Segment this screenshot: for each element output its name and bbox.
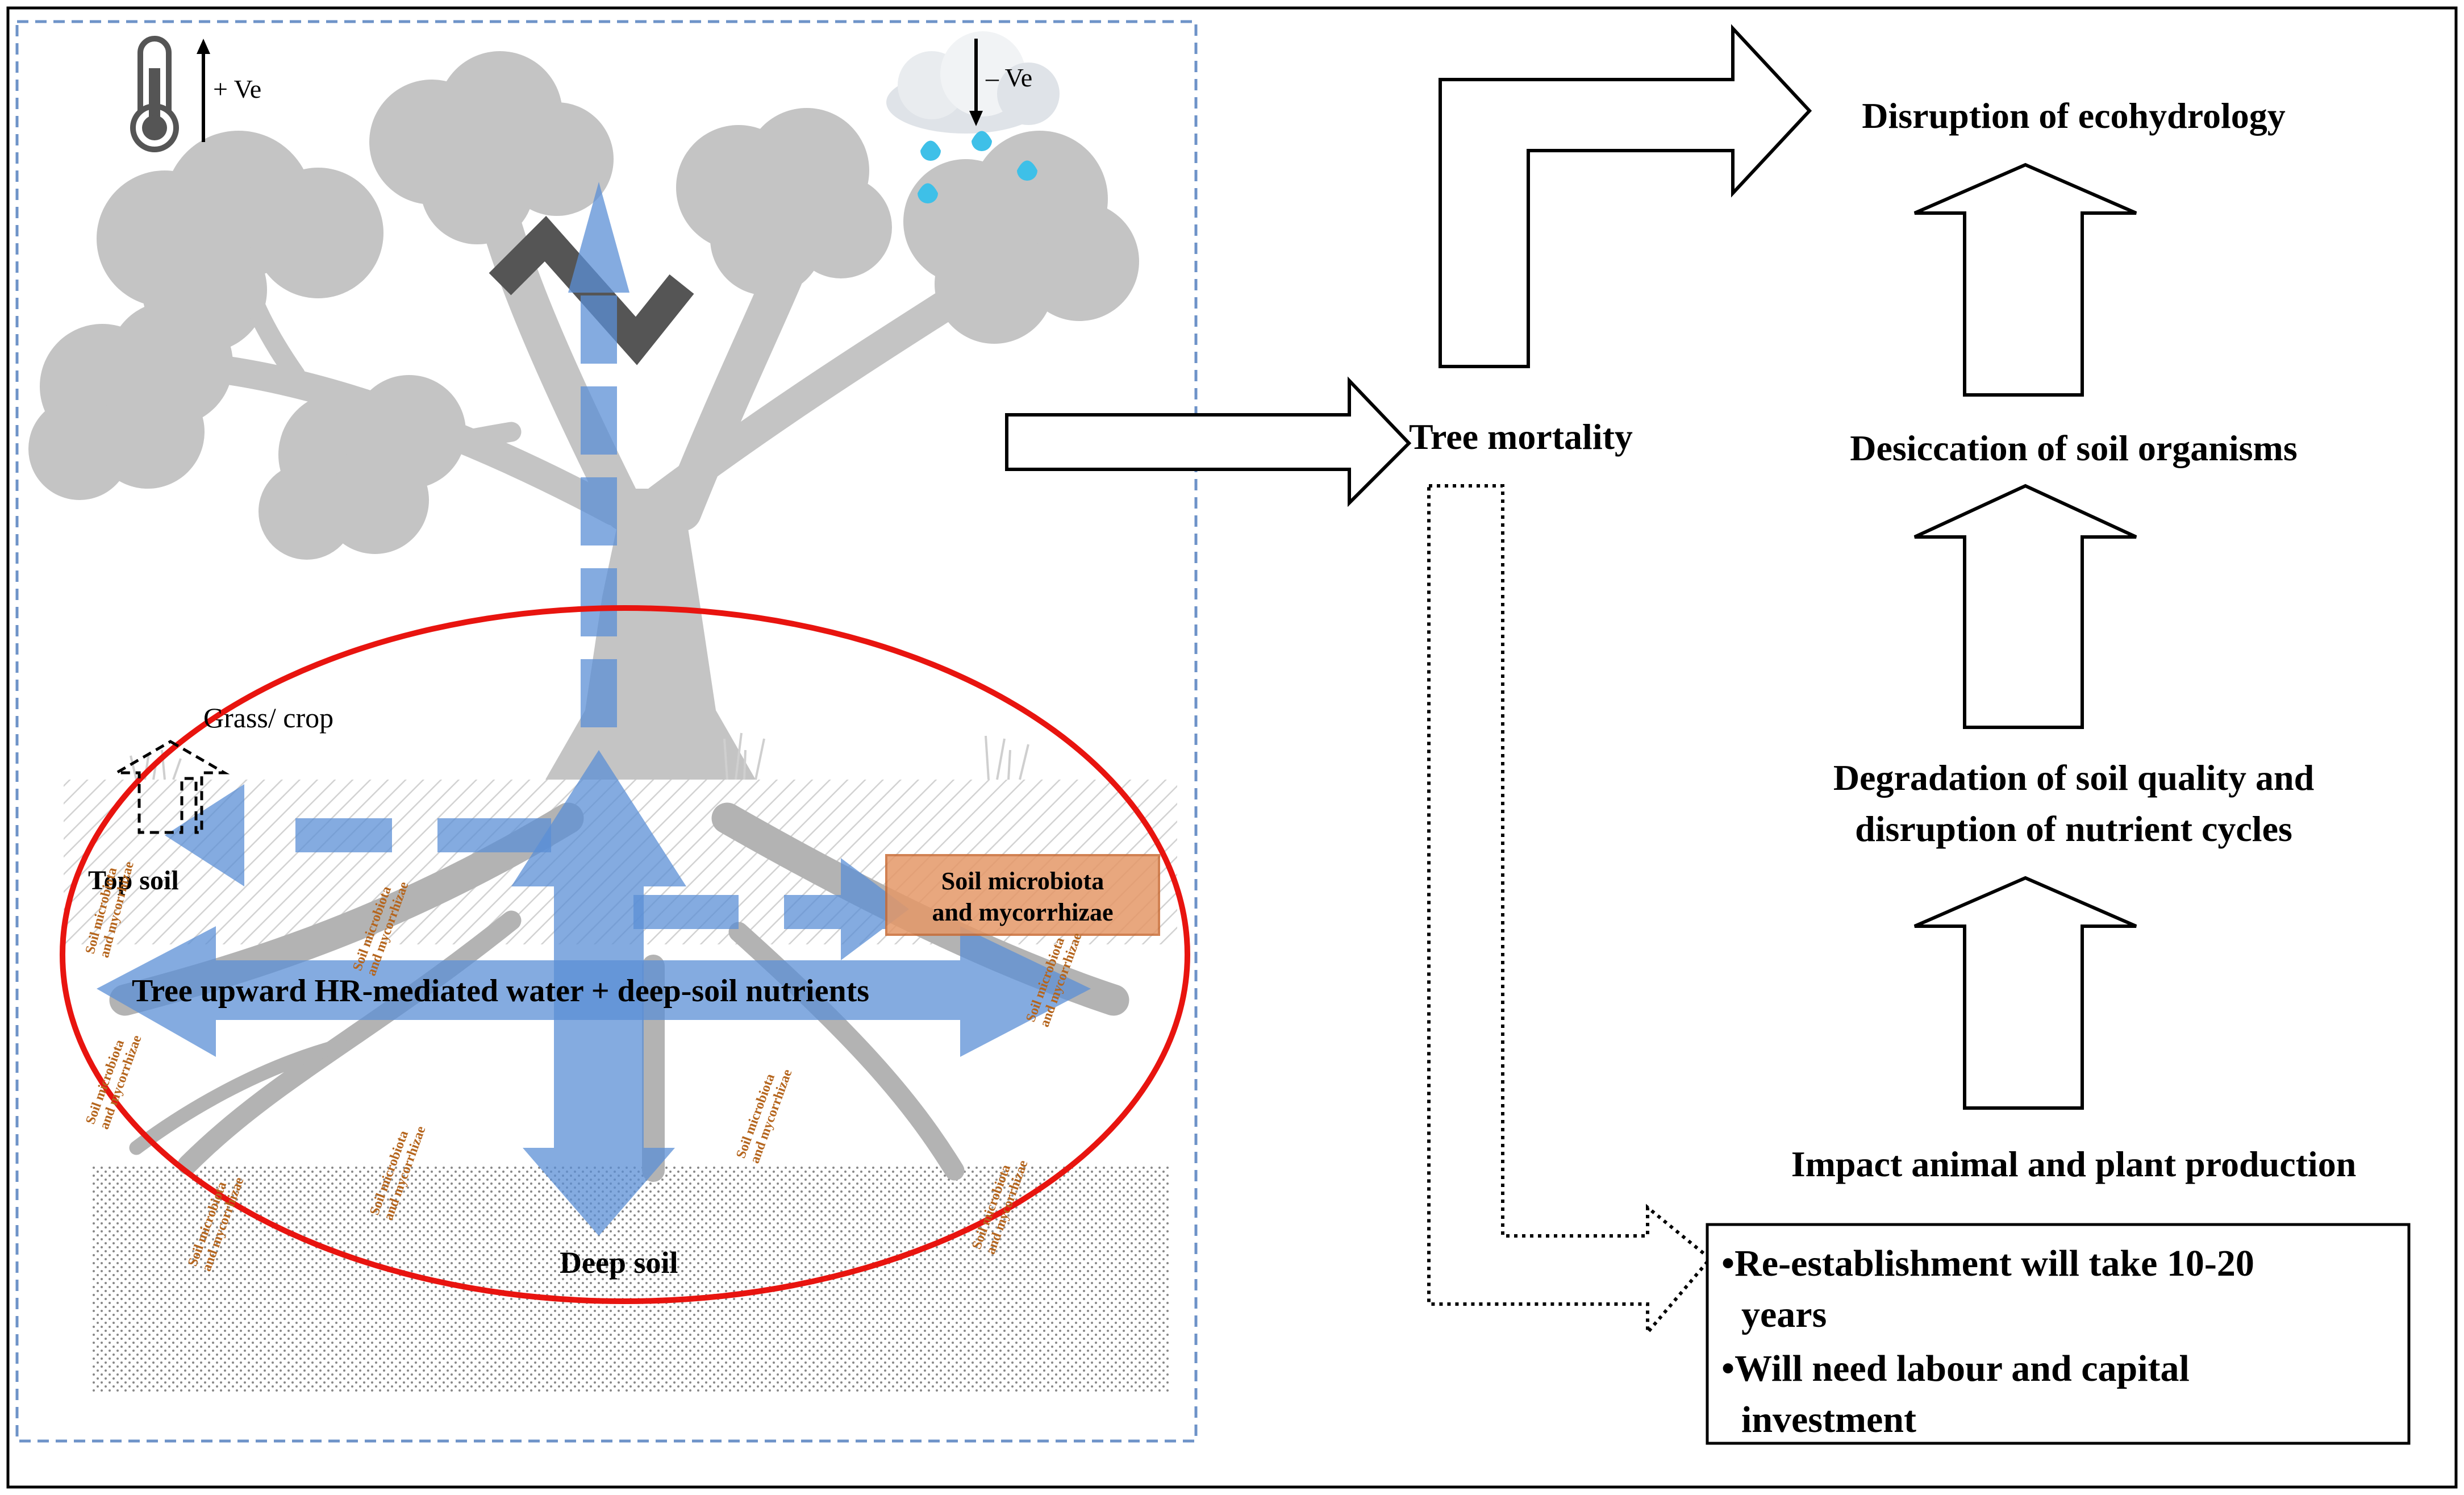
temperature-effect-label: + Ve (213, 74, 261, 103)
topsoil-right-flow-arrow (633, 858, 909, 960)
temperature-increase-arrow (197, 39, 210, 142)
to-reestablishment-arrow (1427, 484, 1713, 1338)
deep-soil-label: Deep soil (560, 1246, 678, 1280)
horizontal-hr-flow-arrow (97, 926, 1091, 1057)
degradation-label-line1: Degradation of soil quality and (1833, 757, 2314, 798)
left-panel-border (15, 20, 1198, 1443)
reestablishment-bullet1-line2: years (1741, 1294, 1827, 1335)
to-tree-mortality-arrow (1005, 376, 1412, 507)
desiccation-label: Desiccation of soil organisms (1850, 428, 2298, 468)
vertical-uplift-arrow (568, 182, 629, 727)
rainfall-decrease-arrow (969, 39, 983, 126)
up-arrow-to-ecohydrology (1913, 163, 2137, 397)
degradation-label-line2: disruption of nutrient cycles (1855, 809, 2292, 849)
reestablishment-bullet2-line2: investment (1741, 1399, 1916, 1440)
deep-soil-layer (91, 1165, 1170, 1392)
reestablishment-box (1706, 1223, 2411, 1445)
root-zone-ellipse (60, 605, 1190, 1304)
microbiota-box-line1: Soil microbiota (941, 867, 1104, 895)
grass-tufts (130, 732, 1029, 780)
topsoil-label: Top soil (88, 865, 179, 896)
reestablishment-bullet1-line1: •Re-establishment will take 10-20 (1721, 1243, 2254, 1284)
up-arrow-to-desiccation (1913, 484, 2137, 729)
grass-crop-arrow (111, 740, 230, 834)
up-arrow-to-degradation (1913, 876, 2137, 1110)
thermometer-icon (130, 36, 179, 152)
microbiota-box-line2: and mycorrhizae (932, 898, 1114, 926)
rain-cloud-icon (886, 31, 1060, 203)
ecohydrology-label: Disruption of ecohydrology (1862, 95, 2286, 136)
tree-mortality-label: Tree mortality (1409, 417, 1633, 457)
microbiota-box: Soil microbiota and mycorrhizae (885, 854, 1160, 936)
topsoil-left-flow-arrow (165, 784, 551, 886)
hr-flow-label: Tree upward HR-mediated water + deep-soi… (132, 973, 869, 1009)
grass-crop-label: Grass/ crop (203, 702, 333, 734)
rainfall-effect-label: – Ve (985, 63, 1032, 92)
to-ecohydrology-arrow (1439, 24, 1812, 368)
reestablishment-bullet2-line1: •Will need labour and capital (1721, 1348, 2190, 1389)
impact-label: Impact animal and plant production (1791, 1144, 2357, 1184)
